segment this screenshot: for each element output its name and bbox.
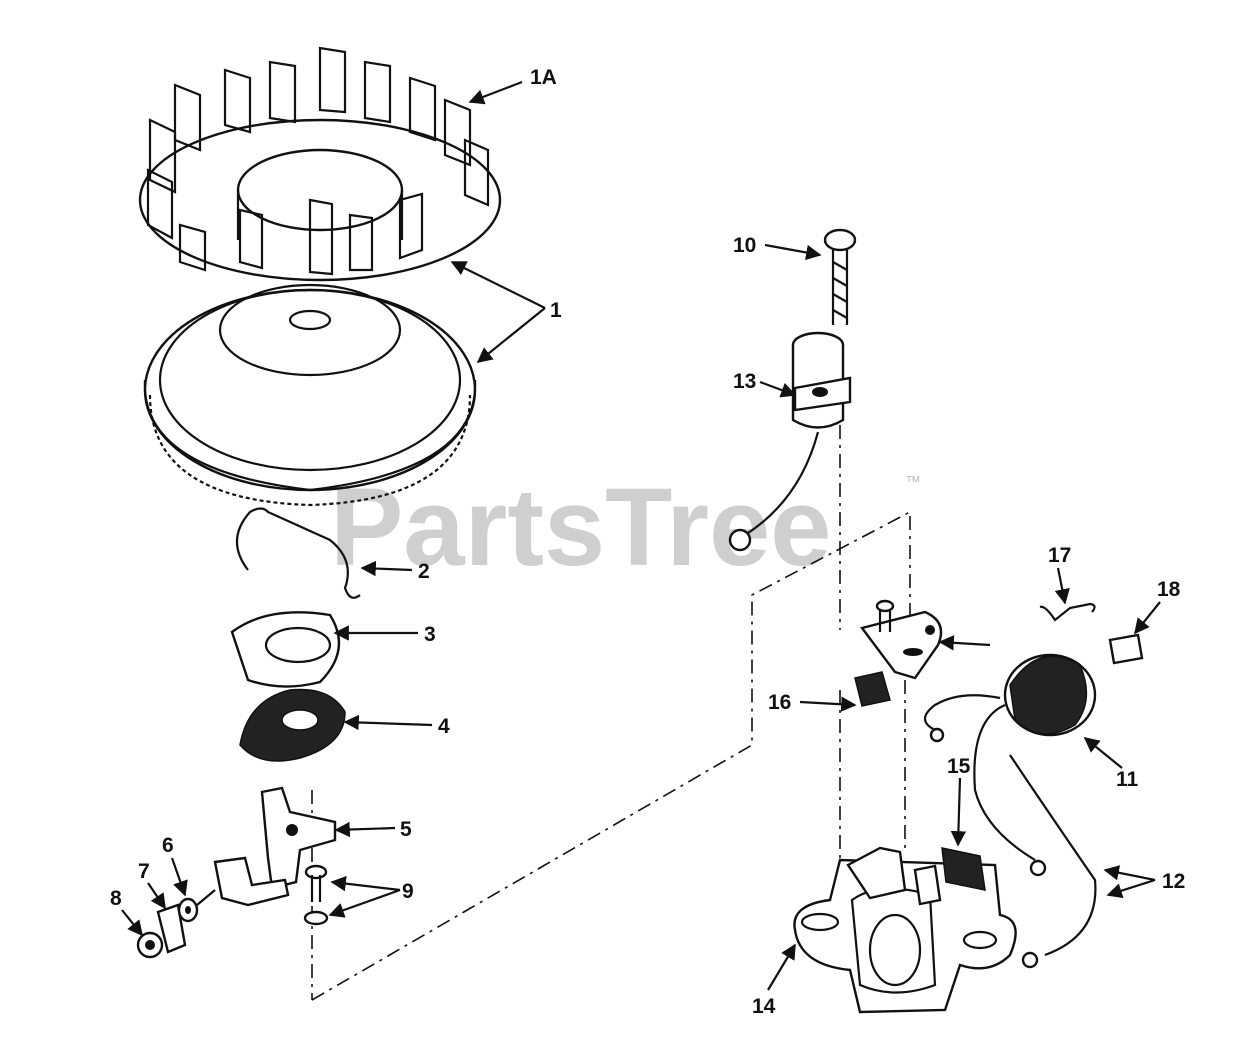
callout-17: 17 (1048, 544, 1071, 567)
part-spring-2[interactable] (235, 507, 361, 599)
part-armature-15[interactable] (846, 846, 986, 906)
callout-2: 2 (418, 560, 430, 583)
part-screw-10[interactable] (823, 228, 857, 325)
watermark-text: PartsTree (330, 466, 831, 589)
callout-18: 18 (1157, 578, 1181, 601)
part-flywheel-1[interactable] (143, 283, 477, 507)
part-spring-17[interactable] (1039, 602, 1096, 622)
part-wire-12[interactable] (1009, 754, 1097, 969)
part-seal-4[interactable] (239, 688, 346, 762)
part-breaker-5-left[interactable] (213, 786, 337, 907)
part-bracket-5-right[interactable] (859, 599, 943, 680)
callout-11: 11 (1116, 768, 1139, 791)
callout-5-left: 5 (400, 818, 412, 841)
callout-4: 4 (438, 715, 450, 738)
callout-3: 3 (424, 623, 436, 646)
part-washer-6[interactable] (177, 889, 216, 923)
part-clip-18[interactable] (1108, 633, 1144, 665)
callout-7: 7 (138, 860, 150, 883)
callout-9: 9 (402, 880, 414, 903)
part-felt-16[interactable] (854, 671, 891, 707)
callout-labels: 1A 1 2 3 4 5 6 7 8 9 10 11 12 13 14 15 1… (110, 66, 1185, 1018)
callout-6: 6 (162, 834, 174, 857)
callout-10: 10 (733, 234, 756, 257)
callout-14: 14 (752, 995, 776, 1018)
part-bolt-8[interactable] (136, 931, 164, 959)
callout-13: 13 (733, 370, 756, 393)
callout-16: 16 (768, 691, 791, 714)
watermark-trademark: ™ (905, 474, 921, 491)
callout-8: 8 (110, 887, 122, 910)
part-fan-1a[interactable] (138, 46, 502, 282)
part-cover-3[interactable] (230, 611, 341, 688)
leader-lines (121, 80, 1161, 991)
callout-1: 1 (550, 299, 562, 322)
part-condenser-13[interactable] (728, 331, 852, 552)
part-screw-9[interactable] (303, 864, 329, 926)
part-coil-11[interactable] (923, 653, 1097, 877)
callout-15: 15 (947, 755, 971, 778)
part-clip-7[interactable] (156, 903, 187, 954)
callout-12: 12 (1162, 870, 1185, 893)
callout-1a: 1A (530, 66, 557, 89)
